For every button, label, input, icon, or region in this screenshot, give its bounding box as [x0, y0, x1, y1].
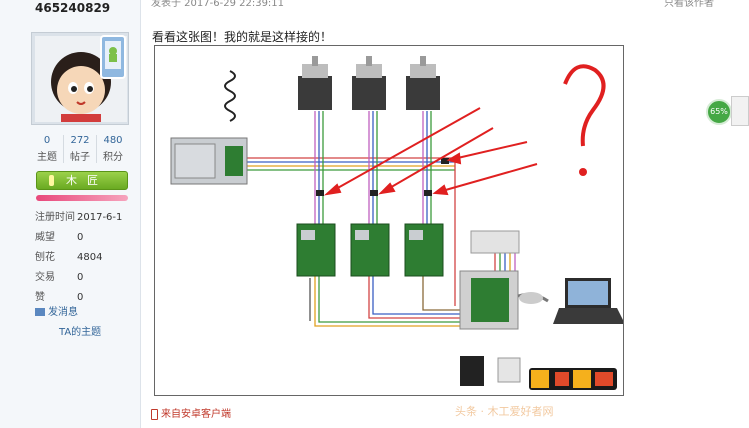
stat-topics[interactable]: 0 主题 — [31, 135, 64, 163]
wiring-diagram-image[interactable] — [154, 45, 624, 396]
stat-topics-value: 0 — [43, 135, 51, 146]
user-topics-link[interactable]: TA的主题 — [59, 327, 102, 338]
user-stats: 0 主题 272 帖子 480 积分 — [31, 135, 129, 163]
progress-ring-widget[interactable]: 65% — [706, 99, 732, 125]
info-value: 0 — [77, 232, 84, 243]
stat-posts[interactable]: 272 帖子 — [64, 135, 97, 163]
info-row: 刨花 4804 — [35, 248, 135, 268]
info-key: 交易 — [35, 272, 55, 283]
info-value: 0 — [77, 272, 84, 283]
info-key: 赞 — [35, 292, 45, 303]
client-source[interactable]: 来自安卓客户端 — [151, 405, 231, 420]
info-value: 0 — [77, 292, 84, 303]
info-key: 威望 — [35, 232, 55, 243]
stat-points-value: 480 — [103, 135, 123, 146]
mobile-phone-icon — [151, 408, 158, 420]
post-text: 看看这张图！我的就是这样接的！ — [152, 30, 333, 44]
stat-points-label: 积分 — [103, 152, 123, 163]
rank-badge[interactable]: 木匠 — [36, 171, 128, 190]
info-key: 注册时间 — [35, 212, 75, 223]
rank-label: 木匠 — [66, 174, 108, 187]
info-key: 刨花 — [35, 252, 55, 263]
android-client-icon — [100, 35, 126, 79]
avatar[interactable] — [31, 32, 129, 125]
stat-points[interactable]: 480 积分 — [97, 135, 129, 163]
side-tab[interactable] — [731, 96, 749, 126]
send-message-link[interactable]: 发消息 — [35, 303, 78, 318]
watermark-text: 头条 · 木工爱好者网 — [455, 405, 554, 418]
stat-posts-label: 帖子 — [70, 152, 90, 163]
post-meta: 发表于 2017-6-29 22:39:11 — [151, 0, 285, 9]
client-source-label: 来自安卓客户端 — [161, 409, 231, 420]
send-message-label: 发消息 — [48, 307, 78, 318]
info-value: 2017-6-1 — [77, 212, 123, 223]
user-sidebar: 465240829 — [0, 0, 141, 428]
info-row: 威望 0 — [35, 228, 135, 248]
rank-progress-bar — [36, 195, 128, 201]
stat-topics-label: 主题 — [37, 152, 57, 163]
info-value: 4804 — [77, 252, 103, 263]
user-id[interactable]: 465240829 — [35, 1, 111, 15]
only-author-link[interactable]: 只看该作者 — [664, 0, 714, 9]
post-content: 发表于 2017-6-29 22:39:11 只看该作者 看看这张图！我的就是这… — [141, 0, 749, 428]
mail-icon — [35, 308, 45, 316]
stat-posts-value: 272 — [70, 135, 90, 146]
rank-icon — [49, 175, 54, 186]
info-row: 交易 0 — [35, 268, 135, 288]
